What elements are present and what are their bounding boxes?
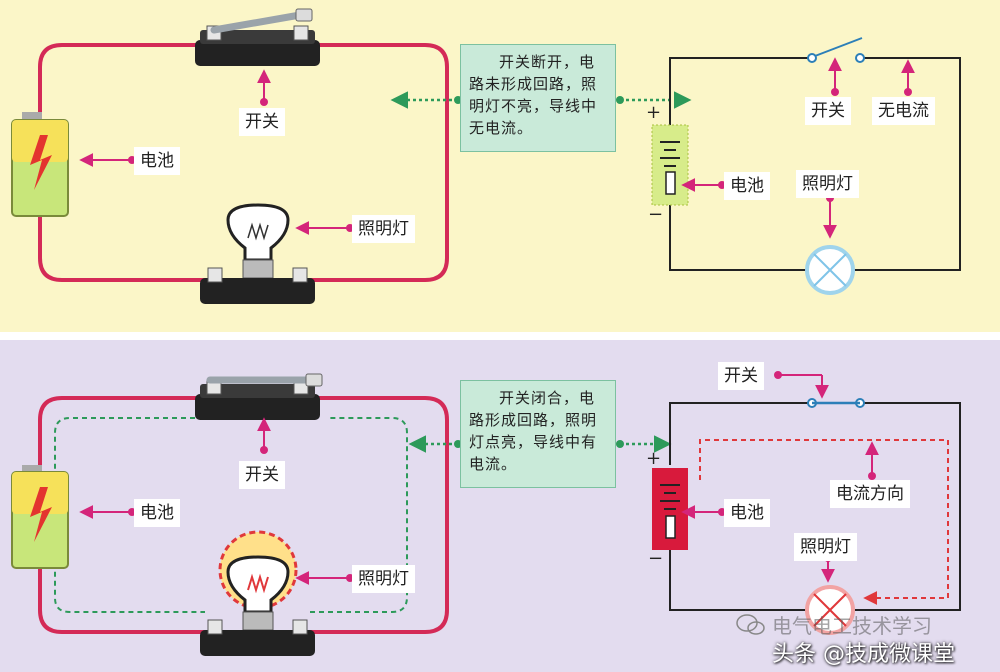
schematic-circuit: [652, 398, 961, 635]
schematic-minus: −: [648, 548, 664, 569]
schematic-plus: +: [646, 448, 662, 469]
switch-lever-icon: [195, 8, 320, 66]
schematic-battery-label: 电池: [724, 499, 770, 527]
lightbulb-icon: [200, 530, 315, 656]
current-flow-path: [54, 417, 408, 613]
lamp-symbol-icon: [805, 585, 855, 635]
open-circuit-drawing: [11, 8, 961, 304]
switch-label: 开关: [239, 108, 285, 136]
battery-icon: [11, 112, 69, 217]
lightbulb-icon: [200, 203, 315, 304]
battery-icon: [11, 465, 69, 569]
schematic-lamp-label: 照明灯: [796, 170, 859, 198]
schematic-lamp-label: 照明灯: [794, 533, 857, 561]
lamp-symbol-icon: [805, 245, 855, 295]
open-circuit-note: 开关断开，电路未形成回路，照明灯不亮，导线中无电流。: [460, 44, 616, 152]
closed-circuit-drawing: [11, 371, 961, 656]
lamp-label: 照明灯: [352, 565, 415, 593]
watermark-ghost-text: 电气电工技术学习: [772, 614, 932, 638]
schematic-plus: +: [646, 102, 662, 123]
switch-label: 开关: [239, 461, 285, 489]
closed-circuit-panel: 开关 电池 照明灯 开关闭合，电路形成回路，照明灯点亮，导线中有电流。 开关 电…: [0, 340, 1000, 672]
schematic-minus: −: [648, 204, 664, 225]
schematic-switch-label: 开关: [718, 362, 764, 390]
closed-circuit-note: 开关闭合，电路形成回路，照明灯点亮，导线中有电流。: [460, 380, 616, 488]
schematic-circuit: [651, 37, 961, 295]
battery-label: 电池: [134, 499, 180, 527]
switch-lever-icon: [195, 373, 323, 420]
schematic-current-direction-label: 电流方向: [830, 480, 910, 508]
open-circuit-panel: 开关 电池 照明灯 开关断开，电路未形成回路，照明灯不亮，导线中无电流。 开关 …: [0, 0, 1000, 332]
schematic-battery-label: 电池: [724, 172, 770, 200]
battery-label: 电池: [134, 147, 180, 175]
watermark-text: 头条 @技成微课堂: [772, 642, 955, 667]
wechat-icon: [736, 614, 766, 636]
lamp-label: 照明灯: [352, 215, 415, 243]
schematic-switch-label: 开关: [805, 97, 851, 125]
schematic-no-current-label: 无电流: [872, 97, 935, 125]
